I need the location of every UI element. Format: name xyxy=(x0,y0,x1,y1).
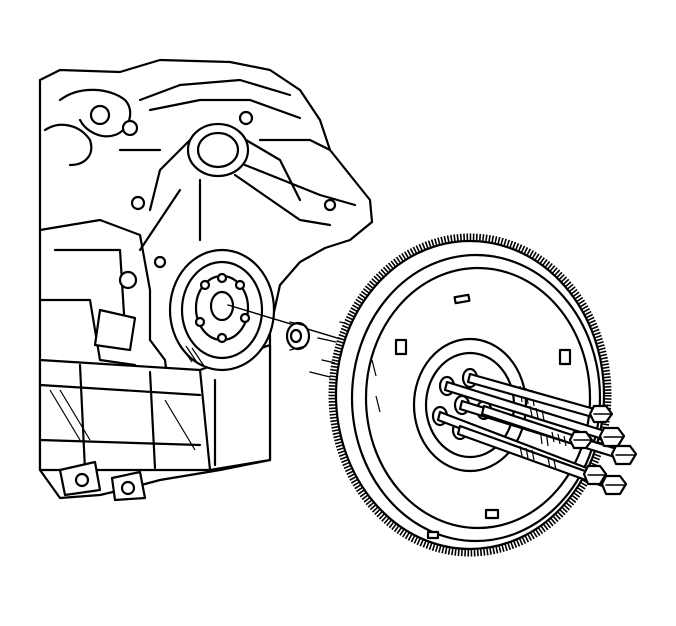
pilot-bushing xyxy=(285,321,311,351)
crankshaft-flange xyxy=(168,248,276,372)
flywheel-bolts xyxy=(436,372,638,496)
